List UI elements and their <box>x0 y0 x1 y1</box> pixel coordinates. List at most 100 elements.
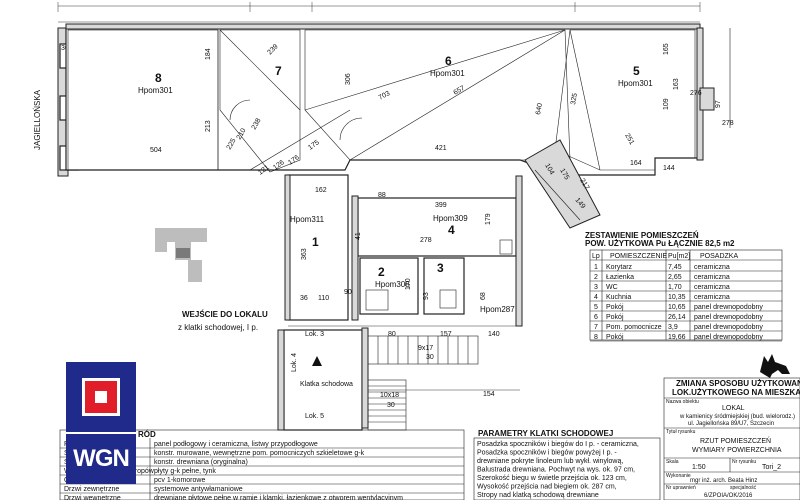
dim-room5-diag-3: 251 <box>623 133 635 147</box>
summary-cell: panel drewnopodobny <box>694 304 763 311</box>
dim-room7-c: 238 <box>251 117 263 131</box>
spec-value: panel podłogowy i ceramiczna, listwy prz… <box>154 441 318 448</box>
stair-run1-size: 9x17 <box>418 345 433 352</box>
summary-cell: 1 <box>594 264 598 271</box>
room-4-number: 4 <box>448 223 455 237</box>
room-3: 3 93 68 Hpom287 <box>423 257 515 315</box>
dim-room6-diag-2: 657 <box>453 85 467 97</box>
tb-rights-label: Nr uprawnień <box>666 485 696 491</box>
summary-header-floor: POSADZKA <box>700 253 738 260</box>
dim-core-68: 68 <box>480 292 487 300</box>
dim-room7-b: 225 <box>226 137 238 151</box>
room-2-code: Hpom308 <box>375 280 410 289</box>
summary-cell: Pokój <box>606 304 624 311</box>
dim-core-140: 140 <box>488 331 500 338</box>
lok-4-label: Lok. 4 <box>291 353 298 372</box>
dim-core-110: 110 <box>318 295 329 302</box>
tb-obj1: LOKAL <box>722 405 745 412</box>
tb-draw2: WYMIARY POWIERZCHNIA <box>692 447 782 454</box>
spec-label: Drzwi zewnętrzne <box>64 486 119 493</box>
dim-room5-2: 163 <box>673 78 680 90</box>
stair-run1-depth: 30 <box>426 354 434 361</box>
summary-title-2: POW. UŻYTKOWA Pu ŁĄCZNIE 82,5 m2 <box>585 239 735 248</box>
stair-run2-depth: 30 <box>387 402 395 409</box>
dim-bay-4: 217 <box>578 178 590 192</box>
summary-cell: 8 <box>594 334 598 341</box>
summary-cell: Łazienka <box>606 274 634 281</box>
dim-core-90: 90 <box>344 289 352 296</box>
summary-cell: Pokój <box>606 314 624 321</box>
lok-5-label: Lok. 5 <box>305 413 324 420</box>
stair-param-row: Posadzka spoczników i biegów powyżej I p… <box>477 450 617 457</box>
summary-cell: 1,70 <box>668 284 682 291</box>
summary-cell: ceramiczna <box>694 264 730 271</box>
specs-table: RÓD Popanel podłogowy i ceramiczna, list… <box>59 429 465 500</box>
summary-title-1: ZESTAWIENIE POMIESZCZEŃ <box>585 231 699 240</box>
tb-line2: LOK.UŻYTKOWEGO NA MIESZKALNY <box>672 388 800 397</box>
tb-author-label: Wykonanie <box>666 473 691 479</box>
summary-cell: ceramiczna <box>694 294 730 301</box>
room-5-code: Hpom301 <box>618 79 653 88</box>
summary-cell: 10,35 <box>668 294 686 301</box>
dim-bay-2: 104 <box>543 163 555 177</box>
tb-draw1: RZUT POMIESZCZEŃ <box>700 436 771 445</box>
summary-cell: panel drewnopodobny <box>694 324 763 331</box>
summary-cell: panel drewnopodobny <box>694 314 763 321</box>
summary-cell: 5 <box>594 304 598 311</box>
tb-author: mgr inż. arch. Beata Hinz <box>690 478 757 484</box>
spec-value: konstr. murowane, wewnętrzne pom. pomocn… <box>154 450 365 457</box>
stair-param-row: Szerokość biegu w świetle przejścia ok. … <box>477 475 627 482</box>
dim-core-80: 157 <box>440 331 452 338</box>
outer-walls <box>65 23 715 176</box>
summary-cell: Kuchnia <box>606 294 631 301</box>
dim-room5-diag-2: 325 <box>570 93 579 106</box>
tb-num: Tori_2 <box>762 464 781 471</box>
room-8-number: 8 <box>155 71 162 85</box>
stair-run2-size: 10x18 <box>380 392 399 399</box>
specs-title: RÓD <box>138 430 156 439</box>
stair-hall-label: Klatka schodowa <box>300 381 353 388</box>
room-4: Hpom309 4 399 278 88 179 41 <box>351 175 523 327</box>
dim-core-36: 36 <box>300 295 308 302</box>
dim-core-41: 41 <box>355 232 362 240</box>
summary-cell: Pom. pomocnicze <box>606 324 662 331</box>
tb-ref: 6/ZPOIA/OK/2016 <box>704 493 753 499</box>
summary-cell: 7 <box>594 324 598 331</box>
summary-cell: Korytarz <box>606 264 633 271</box>
dim-room5-1: 165 <box>663 43 670 55</box>
spec-value: systemowe antywłamaniowe <box>154 486 243 493</box>
summary-cell: 3,9 <box>668 324 678 331</box>
angled-bay: 149 104 175 217 <box>524 139 601 229</box>
street-label: JAGIELLOŃSKA <box>33 89 42 150</box>
stair-param-row: Wysokość przejścia nad biegiem ok. 287 c… <box>477 484 617 491</box>
dim-room6-bottom: 421 <box>435 145 447 152</box>
tb-obj2: w kamienicy śródmiejskiej (bud. wielorod… <box>679 414 795 420</box>
room-8-code: Hpom301 <box>138 86 173 95</box>
dim-core-170: 170 <box>405 278 412 290</box>
dim-core-93: 93 <box>423 292 430 300</box>
summary-cell: 2 <box>594 274 598 281</box>
summary-cell: 7,45 <box>668 264 682 271</box>
summary-cell: 6 <box>594 314 598 321</box>
stair-param-row: Stropy nad klatką schodową drewniane <box>477 492 599 499</box>
dim-room5-5: 276 <box>690 90 702 97</box>
room-1-number: 1 <box>312 235 319 249</box>
summary-cell: ceramiczna <box>694 274 730 281</box>
room-2: 2 Hpom308 170 90 <box>344 257 419 315</box>
dim-core-157: 154 <box>483 391 495 398</box>
entrance-subtitle: z klatki schodowej, I p. <box>178 323 258 332</box>
spec-value: konstr. drewniana (oryginalna) <box>154 459 248 466</box>
lok-3-label: Lok. 3 <box>305 331 324 338</box>
summary-cell: 2,65 <box>668 274 682 281</box>
dim-bay-3: 175 <box>558 168 570 182</box>
room-4-code: Hpom309 <box>433 214 468 223</box>
wgn-logo: WGN <box>66 362 136 494</box>
room-1-code: Hpom311 <box>290 215 325 224</box>
wgn-logo-text: WGN <box>66 434 136 484</box>
dim-room8-right: 213 <box>205 120 212 132</box>
summary-cell: Pokój <box>606 334 624 341</box>
tb-scale: 1:50 <box>692 464 706 471</box>
tb-line1: ZMIANA SPOSOBU UŻYTKOWANIA <box>676 379 800 388</box>
dim-core-88: 88 <box>378 192 386 199</box>
